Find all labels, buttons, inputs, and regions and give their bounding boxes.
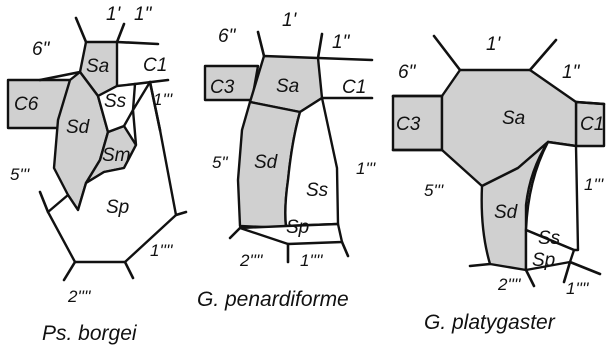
edge-2pppp-left: [468, 262, 492, 268]
label-1p: 1': [106, 4, 122, 25]
edge-1pppp: [174, 210, 188, 217]
label-1pppp: 1'''': [566, 279, 589, 298]
plate-sp: [46, 80, 178, 264]
label-sm: Sm: [102, 145, 131, 166]
label-2pppp: 2'''': [67, 287, 91, 306]
label-c3: C3: [396, 114, 421, 135]
edge-ss-sp-diag: [525, 229, 575, 251]
label-1ppp: 1''': [356, 159, 376, 178]
label-c1: C1: [342, 77, 366, 98]
edge-1pp: [115, 40, 160, 46]
edge-outer: [148, 80, 162, 132]
edge-1pppp-top: [568, 260, 602, 276]
caption-ps-borgei: Ps. borgei: [42, 322, 138, 345]
label-sd: Sd: [254, 152, 279, 173]
label-ss: Ss: [104, 91, 127, 112]
label-2pppp: 2'''': [239, 251, 263, 270]
label-c6: C6: [14, 94, 39, 115]
edge-6pp: [38, 70, 82, 82]
edge-1pp: [316, 56, 374, 62]
edge-1p-left: [74, 16, 88, 44]
label-c1: C1: [580, 114, 604, 135]
caption-g-penardiforme: G. penardiforme: [197, 288, 349, 311]
label-2pppp: 2'''': [497, 275, 521, 294]
label-5ppp: 5''': [10, 165, 30, 184]
plate-ss: [524, 140, 580, 252]
edge-1pppp: [340, 240, 350, 258]
label-1ppp: 1''': [584, 175, 604, 194]
edge-2pppp-left: [62, 260, 77, 282]
label-1pp: 1": [134, 4, 153, 25]
label-1pp: 1": [562, 62, 581, 83]
label-sp: Sp: [106, 197, 129, 218]
edge-c1: [133, 78, 170, 86]
panel-g-penardiforme: 6" 1' 1" C3 C1 Sa Sd Ss Sp 5" 1''' 2''''…: [197, 10, 376, 311]
label-1ppp: 1''': [153, 90, 173, 109]
label-sa: Sa: [86, 56, 109, 77]
label-c1: C1: [143, 55, 167, 76]
label-sa: Sa: [276, 76, 299, 97]
panel-g-platygaster: 1' 6" 1" C3 C1 Sa 5''' 1''' Sd Ss Sp 2''…: [391, 34, 606, 334]
edge-1p-right: [115, 22, 126, 44]
label-1pppp: 1'''': [300, 251, 323, 270]
edge-2pppp-left: [228, 226, 242, 240]
label-6pp: 6": [32, 39, 51, 60]
edge-1pp: [574, 100, 606, 106]
edge-1p-left: [432, 34, 462, 72]
label-sd: Sd: [494, 202, 519, 223]
plate-sp: [238, 222, 344, 246]
label-sp: Sp: [532, 250, 555, 271]
label-1p: 1': [282, 10, 298, 31]
label-sa: Sa: [502, 108, 525, 129]
label-sd: Sd: [66, 117, 91, 138]
label-ss: Ss: [538, 228, 561, 249]
panel-ps-borgei: 1' 1" 6" C1 C6 Sa Ss Sd Sm Sp 1''' 5''' …: [6, 4, 188, 345]
label-6pp: 6": [218, 26, 237, 47]
label-5pp: 5": [212, 153, 228, 172]
edge-2pppp-right: [524, 268, 536, 288]
edge-1pppp-bottom: [562, 260, 572, 284]
edge-1p-right: [316, 32, 324, 60]
edge-1p-left: [256, 30, 266, 58]
label-1pppp: 1'''': [150, 241, 173, 260]
label-sp: Sp: [286, 217, 309, 238]
label-6pp: 6": [398, 62, 417, 83]
caption-g-platygaster: G. platygaster: [424, 311, 556, 334]
edge-5ppp: [38, 190, 50, 214]
edge-1p-right: [528, 38, 558, 72]
edge-2pppp-right: [123, 260, 135, 280]
label-1pp: 1": [332, 32, 351, 53]
label-5ppp: 5''': [424, 181, 444, 200]
label-c3: C3: [210, 77, 235, 98]
label-1p: 1': [486, 34, 502, 55]
label-ss: Ss: [306, 180, 329, 201]
